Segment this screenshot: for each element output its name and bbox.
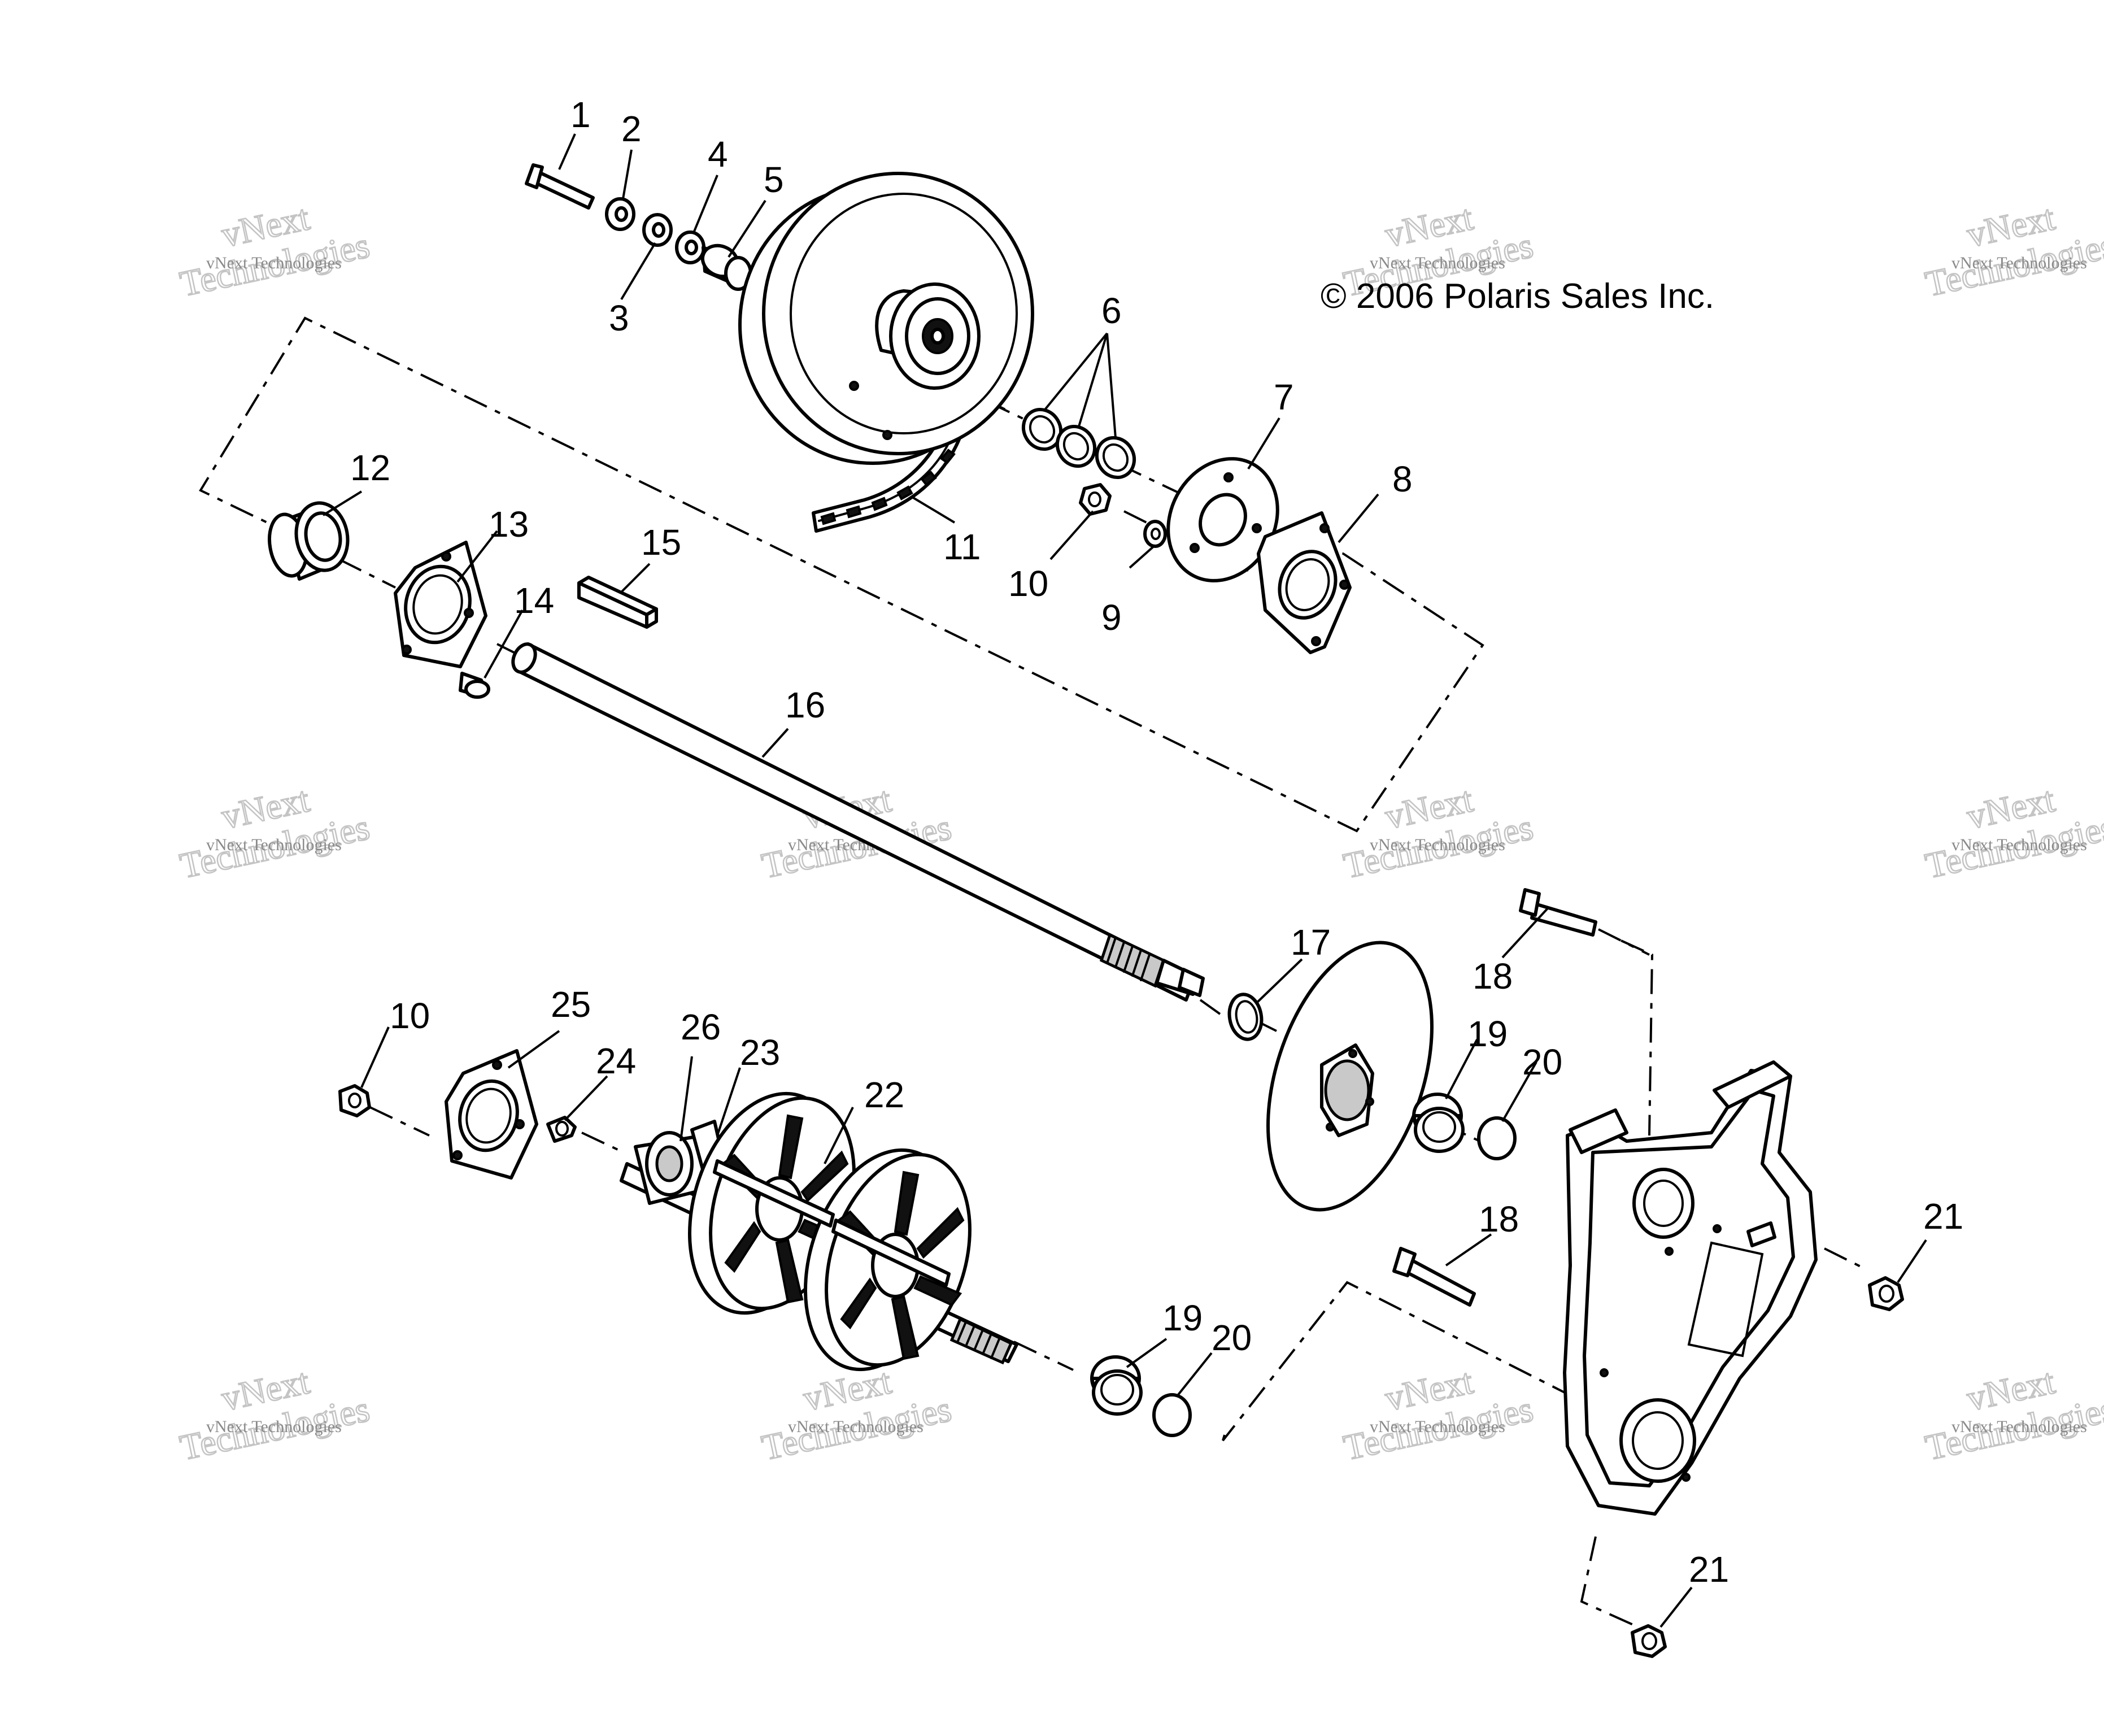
part-15-key [577,576,658,629]
callout-7: 7 [1274,377,1294,417]
watermark-small: vNext Technologies [206,254,342,272]
callout-20b: 20 [1212,1317,1252,1358]
callout-10: 10 [1008,563,1048,604]
part-8-flange [1257,511,1352,654]
part-sprocket-disc [1266,941,1434,1212]
callout-19b: 19 [1162,1298,1203,1338]
part-24-bolt [546,1116,577,1143]
watermark-small: vNext Technologies [206,1417,342,1436]
callout-labels: 1 2 3 4 5 6 7 8 9 10 11 12 13 14 15 16 1… [350,94,1963,1590]
part-7-plate [1166,457,1279,582]
part-chaincase [1563,1060,1818,1516]
dash-nut-case [1824,1247,1865,1269]
callout-12: 12 [350,447,390,488]
callout-22: 22 [864,1074,904,1115]
callout-15: 15 [641,522,681,563]
part-25-flange [445,1049,538,1180]
callout-19a: 19 [1467,1013,1508,1054]
callout-14: 14 [514,580,554,621]
part-22-drive-axle [620,1091,1018,1372]
callout-13: 13 [489,504,529,545]
part-21-nut-right [1868,1276,1904,1311]
callout-18b: 18 [1479,1199,1519,1239]
callout-2: 2 [621,108,642,149]
watermark-small: vNext Technologies [1370,254,1505,272]
callout-20a: 20 [1522,1042,1562,1082]
callout-16: 16 [785,685,825,725]
callout-9: 9 [1101,597,1122,638]
part-19-bearing-lower [1090,1355,1143,1416]
callout-6: 6 [1101,290,1122,331]
callout-1: 1 [570,94,591,135]
part-6-o-rings [1021,407,1136,480]
dash-nut-flange [369,1106,430,1137]
part-19-bearing-upper [1412,1093,1465,1153]
part-9-washer [1143,520,1167,548]
part-2-washer [605,197,635,231]
copyright-notice: © 2006 Polaris Sales Inc. [1321,277,1714,316]
leader-lines [322,133,1927,1628]
part-10-nut-upper [1079,483,1112,516]
callout-21a: 21 [1923,1196,1963,1237]
callout-25: 25 [551,984,591,1025]
watermark-small: vNext Technologies [206,836,342,854]
watermark-small: vNext Technologies [1951,1417,2087,1436]
part-20-seal-lower [1152,1393,1192,1437]
callout-5: 5 [764,159,784,200]
dash-case-right [1621,939,1654,1136]
callout-24: 24 [596,1041,636,1081]
part-20-seal-upper [1477,1116,1517,1160]
part-13-flange [394,541,487,668]
part-16-shaft [511,642,1205,1002]
part-21-nut-bottom [1631,1624,1667,1658]
part-10-nut-lower [338,1084,371,1117]
part-drive-wheel [738,172,1034,465]
dash-axle-bearing [1013,1341,1074,1371]
callout-17: 17 [1291,922,1331,963]
callout-23: 23 [740,1032,780,1073]
callout-4: 4 [708,134,728,175]
callout-11: 11 [943,527,981,567]
part-1-bolt [525,163,595,210]
watermark-small: vNext Technologies [1951,254,2087,272]
watermark-small: vNext Technologies [1370,1417,1505,1436]
part-12-bearing [268,501,350,581]
callout-26: 26 [681,1007,721,1047]
callout-18a: 18 [1473,956,1513,997]
part-18-bolt-lower [1392,1247,1476,1307]
dash-shaft-clip [1199,999,1221,1015]
callout-10b: 10 [390,995,430,1036]
part-5-spacer [700,243,752,291]
dash-flange-bolt-lower [581,1132,622,1152]
part-17-circlip [1227,993,1264,1041]
part-14-bolt [459,672,490,699]
dash-seal-case [1222,1281,1571,1442]
dash-lower-nut [1580,1536,1639,1628]
part-4-washer [675,230,705,264]
watermark-small: vNext Technologies [1370,836,1505,854]
callout-21b: 21 [1689,1549,1729,1590]
part-3-washer [642,213,673,247]
dash-bearing-flange [338,558,396,589]
watermark-small: vNext Technologies [1951,836,2087,854]
dash-bolt-case [1598,928,1650,956]
part-18-bolt-upper [1519,888,1597,937]
watermark-small: vNext Technologies [788,1417,924,1436]
callout-3: 3 [609,298,629,338]
dash-shim-washer [1123,510,1153,527]
callout-8: 8 [1392,459,1413,499]
